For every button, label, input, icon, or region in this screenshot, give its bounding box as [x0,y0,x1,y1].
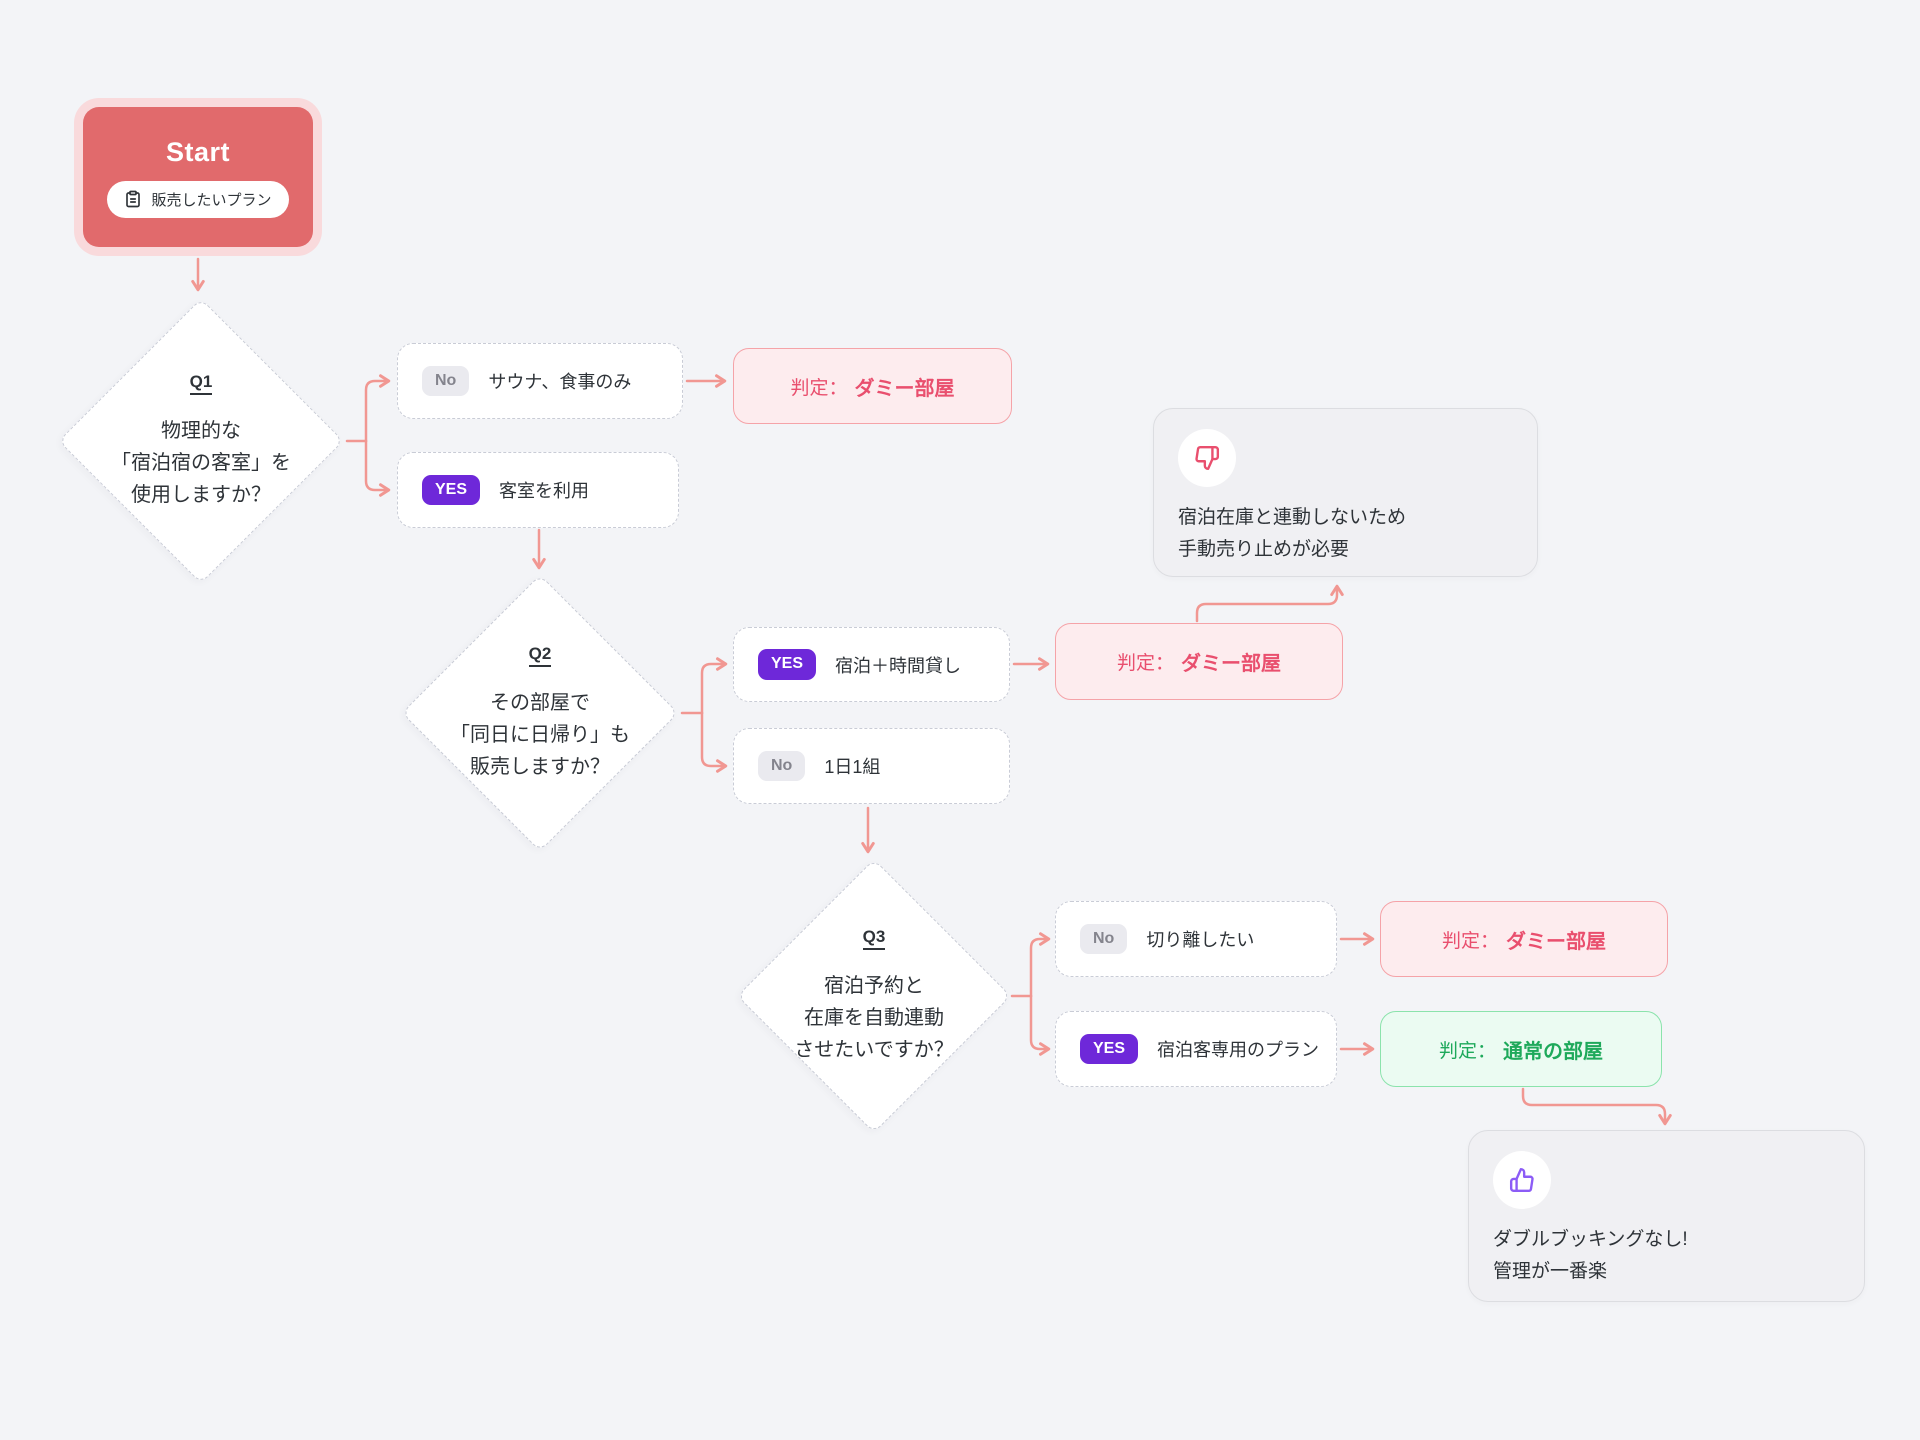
option-q2-no: No 1日1組 [733,728,1010,804]
option-q1-yes: YES 客室を利用 [397,452,679,528]
result-dummy-3: 判定： ダミー部屋 [1380,901,1668,977]
note-warning-line1: 宿泊在庫と連動しないため [1178,507,1407,528]
q2-label: Q2 [528,644,552,667]
q2-diamond: Q2 その部屋で 「同日に日帰り」も 販売しますか？ [401,574,679,852]
note-warning-line2: 手動売り止めが必要 [1178,539,1350,561]
option-q2-yes-label: 宿泊＋時間貸し [835,655,962,676]
note-benefit-line2: 管理が一番楽 [1493,1261,1608,1283]
arrow-result4-to-note [1521,1087,1672,1126]
arrow-q2-to-no [700,711,728,773]
note-benefit: ダブルブッキングなし! 管理が一番楽 [1468,1130,1865,1302]
result-value-normal: 通常の部屋 [1503,1040,1603,1063]
result-value-dummy: ダミー部屋 [854,377,955,400]
q2-text-line2: 「同日に日帰り」も [450,723,630,746]
option-q3-yes-label: 宿泊客専用のプラン [1157,1040,1320,1060]
thumbs-up-icon [1493,1151,1551,1209]
option-q2-yes: YES 宿泊＋時間貸し [733,627,1010,702]
note-benefit-line1: ダブルブッキングなし! [1493,1229,1688,1250]
q3-text-line3: させたいですか？ [794,1038,954,1061]
q3-diamond: Q3 宿泊予約と 在庫を自動連動 させたいですか？ [736,858,1012,1134]
yes-badge: YES [422,474,481,506]
q1-text-line1: 物理的な [161,419,241,442]
yes-badge: YES [758,649,817,680]
clipboard-icon [124,190,142,208]
q3-text-line1: 宿泊予約と [824,974,924,997]
result-value-dummy: ダミー部屋 [1506,930,1606,953]
q1-label: Q1 [189,372,213,395]
result-prefix: 判定： [1438,1040,1496,1062]
result-normal: 判定： 通常の部屋 [1380,1011,1662,1087]
arrow-q3-to-no [1029,932,1051,998]
arrow-q1-to-no [364,374,391,443]
q2-text-line3: 販売しますか？ [470,755,610,778]
start-tag: 販売したいプラン [107,180,289,218]
arrow-q3-to-yes [1029,994,1051,1056]
result-prefix: 判定： [1116,653,1174,674]
option-q1-no-label: サウナ、食事のみ [488,372,632,392]
yes-badge: YES [1080,1033,1139,1065]
option-q3-no-label: 切り離したい [1146,930,1255,950]
note-warning: 宿泊在庫と連動しないため 手動売り止めが必要 [1153,408,1538,577]
q1-text-line3: 使用しますか？ [131,483,271,506]
thumbs-down-icon [1178,429,1236,487]
q1-text-line2: 「宿泊宿の客室」を [111,451,291,474]
result-value-dummy: ダミー部屋 [1181,653,1281,675]
q3-text-line2: 在庫を自動連動 [804,1006,944,1029]
arrow-q1-to-yes [364,439,391,497]
q3-label: Q3 [862,927,886,950]
start-node: Start 販売したいプラン [83,107,313,247]
option-q1-no: No サウナ、食事のみ [397,343,683,419]
arrow-q2-to-yes [700,657,728,715]
result-prefix: 判定： [790,377,848,399]
arrow-result2-to-note [1195,584,1344,623]
option-q2-no-label: 1日1組 [824,757,881,777]
result-dummy-2: 判定： ダミー部屋 [1055,623,1343,700]
option-q3-yes: YES 宿泊客専用のプラン [1055,1011,1337,1087]
result-dummy-1: 判定： ダミー部屋 [733,348,1012,424]
option-q1-yes-label: 客室を利用 [499,481,590,501]
start-tag-label: 販売したいプラン [151,191,272,209]
no-badge: No [758,750,806,782]
no-badge: No [422,365,470,397]
result-prefix: 判定： [1441,930,1499,952]
option-q3-no: No 切り離したい [1055,901,1337,977]
q1-diamond: Q1 物理的な 「宿泊宿の客室」を 使用しますか？ [58,298,344,584]
q2-text-line1: その部屋で [490,691,590,714]
start-title: Start [165,136,230,167]
no-badge: No [1080,923,1128,955]
